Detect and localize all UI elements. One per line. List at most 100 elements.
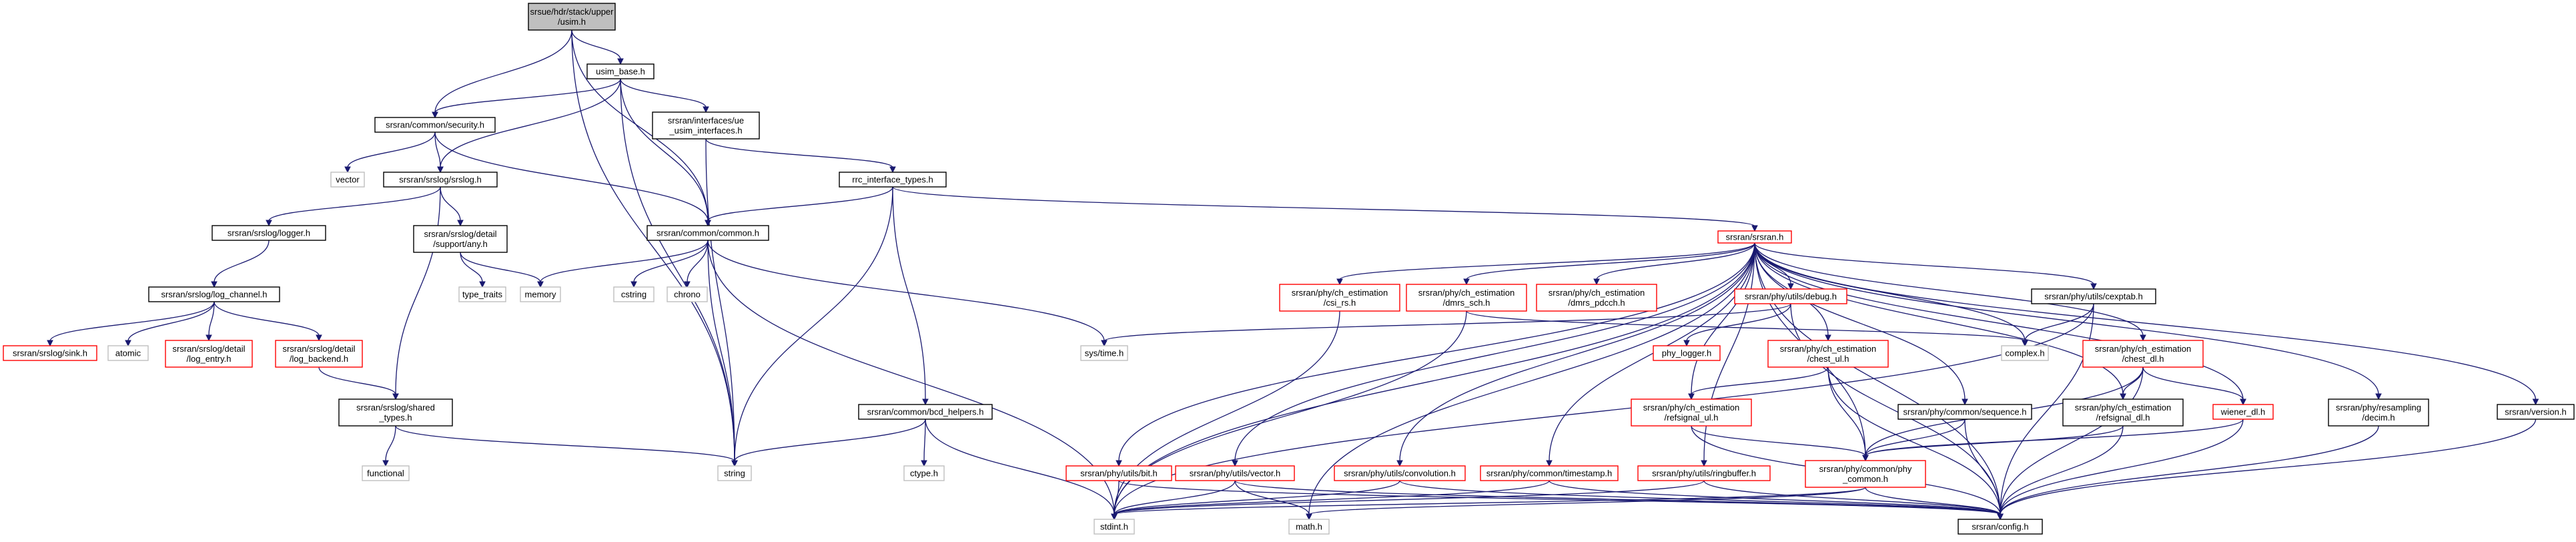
- node-label: srsran/phy/utils/debug.h: [1745, 292, 1837, 302]
- node-vector-h[interactable]: srsran/phy/utils/vector.h: [1175, 465, 1295, 481]
- node-ue-usim-if[interactable]: srsran/interfaces/ue_usim_interfaces.h: [652, 111, 760, 140]
- edge-srsran_h-to-csi_rs: [1339, 242, 1755, 280]
- edge-srsran_h-to-dmrs_pdcch: [1596, 242, 1755, 280]
- node-box: [2031, 288, 2156, 304]
- edge-srsran_h-to-sequence: [1754, 242, 1966, 400]
- edge-vector_h-to-stdint: [1114, 480, 1236, 515]
- edge-arrowhead: [922, 398, 929, 406]
- node-box: [520, 286, 561, 302]
- node-sys-time: sys/time.h: [1080, 345, 1128, 361]
- node-log-entry[interactable]: srsran/srslog/detail/log_entry.h: [165, 340, 253, 368]
- edge-ringbuffer-to-config: [1703, 480, 2001, 515]
- node-sink[interactable]: srsran/srslog/sink.h: [3, 345, 97, 361]
- node-label: /dmrs_pdcch.h: [1568, 298, 1625, 308]
- node-dmrs-pdcch[interactable]: srsran/phy/ch_estimation/dmrs_pdcch.h: [1536, 284, 1657, 312]
- node-dmrs-sch[interactable]: srsran/phy/ch_estimation/dmrs_sch.h: [1406, 284, 1527, 312]
- node-debug-h[interactable]: srsran/phy/utils/debug.h: [1734, 288, 1847, 304]
- node-timestamp[interactable]: srsran/phy/common/timestamp.h: [1480, 465, 1619, 481]
- node-label: /log_backend.h: [290, 354, 348, 364]
- edge-timestamp-to-stdint: [1114, 480, 1550, 515]
- node-box: [1080, 345, 1128, 361]
- node-label: srsran/version.h: [2505, 407, 2566, 417]
- edge-arrowhead: [1825, 334, 1831, 342]
- node-label: srsran/srslog/log_channel.h: [161, 290, 268, 300]
- node-sequence[interactable]: srsran/phy/common/sequence.h: [1897, 404, 2032, 420]
- node-chest-dl[interactable]: srsran/phy/ch_estimation/chest_dl.h: [2082, 340, 2204, 368]
- node-srslog[interactable]: srsran/srslog/srslog.h: [383, 172, 498, 188]
- node-wiener-dl[interactable]: wiener_dl.h: [2212, 404, 2274, 420]
- node-label: srsran/phy/common/sequence.h: [1903, 407, 2027, 417]
- edge-security-to-srslog: [434, 131, 441, 168]
- edge-srsran_h-to-complex: [1754, 242, 2026, 342]
- node-csi-rs[interactable]: srsran/phy/ch_estimation/csi_rs.h: [1279, 284, 1400, 312]
- node-ringbuffer[interactable]: srsran/phy/utils/ringbuffer.h: [1637, 465, 1771, 481]
- edge-logger-to-log_channel: [213, 240, 270, 283]
- node-label: srsran/srslog/detail: [282, 344, 355, 354]
- node-convolution[interactable]: srsran/phy/utils/convolution.h: [1334, 465, 1466, 481]
- node-version[interactable]: srsran/version.h: [2497, 404, 2575, 420]
- node-rrc-if-types[interactable]: rrc_interface_types.h: [839, 172, 947, 188]
- node-label: /csi_rs.h: [1324, 298, 1356, 308]
- node-config[interactable]: srsran/config.h: [1958, 519, 2043, 535]
- node-log-backend[interactable]: srsran/srslog/detail/log_backend.h: [275, 340, 363, 368]
- node-shared-types[interactable]: srsran/srslog/shared_types.h: [338, 398, 453, 427]
- node-phy-common[interactable]: srsran/phy/common/phy_common.h: [1805, 460, 1926, 488]
- node-security[interactable]: srsran/common/security.h: [374, 117, 496, 133]
- node-bit-h[interactable]: srsran/phy/utils/bit.h: [1065, 465, 1172, 481]
- edge-debug_h-to-phy_logger: [1686, 303, 1791, 342]
- node-logger[interactable]: srsran/srslog/logger.h: [211, 225, 326, 241]
- node-type-traits: type_traits: [458, 286, 506, 302]
- node-label: string: [724, 469, 745, 479]
- node-cexptab[interactable]: srsran/phy/utils/cexptab.h: [2031, 288, 2156, 304]
- edge-usim_h-to-common: [571, 29, 709, 222]
- node-chest-ul[interactable]: srsran/phy/ch_estimation/chest_ul.h: [1767, 340, 1889, 368]
- node-box: [528, 3, 616, 31]
- node-refsignal-dl[interactable]: srsran/phy/ch_estimation/refsignal_dl.h: [2062, 398, 2184, 427]
- node-label: srsran/phy/ch_estimation: [1549, 288, 1645, 298]
- node-box: [413, 225, 508, 253]
- edge-log_channel-to-atomic: [127, 301, 215, 342]
- node-label: srsran/interfaces/ue: [668, 115, 744, 125]
- edge-usim_base-to-common: [620, 78, 709, 222]
- node-label: _common.h: [1842, 474, 1888, 484]
- node-bcd-helpers[interactable]: srsran/common/bcd_helpers.h: [858, 404, 993, 420]
- node-usim-h[interactable]: srsue/hdr/stack/upper/usim.h: [528, 3, 616, 31]
- node-label: srsran/phy/common/phy: [1819, 464, 1912, 474]
- edge-usim_base-to-srslog: [440, 78, 621, 168]
- edge-arrowhead: [1336, 278, 1343, 286]
- node-label: sys/time.h: [1085, 348, 1124, 358]
- node-stdint: stdint.h: [1094, 519, 1135, 535]
- node-common[interactable]: srsran/common/common.h: [647, 225, 769, 241]
- edge-arrowhead: [2022, 340, 2028, 347]
- edge-arrowhead: [1116, 460, 1122, 467]
- edge-rrc_if_types-to-string: [734, 186, 893, 462]
- node-label: /refsignal_dl.h: [2096, 413, 2150, 423]
- node-support-any[interactable]: srsran/srslog/detail/support/any.h: [413, 225, 508, 253]
- edge-usim_base-to-string: [620, 78, 735, 462]
- edge-phy_common-to-math_h: [1308, 487, 1866, 515]
- edge-arrowhead: [617, 58, 624, 65]
- edge-arrowhead: [382, 460, 389, 467]
- edge-usim_h-to-string: [571, 29, 735, 462]
- node-label: srsran/common/common.h: [657, 228, 759, 238]
- node-string: string: [717, 465, 752, 481]
- node-cstring: cstring: [613, 286, 655, 302]
- node-log-channel[interactable]: srsran/srslog/log_channel.h: [148, 286, 280, 302]
- node-label: math.h: [1296, 522, 1322, 532]
- edge-srsran_h-to-cexptab: [1754, 242, 2094, 285]
- node-refsignal-ul[interactable]: srsran/phy/ch_estimation/refsignal_ul.h: [1631, 398, 1752, 427]
- edge-srsran_h-to-chest_dl: [1754, 242, 2144, 336]
- node-decim[interactable]: srsran/phy/resampling/decim.h: [2328, 398, 2429, 427]
- edge-usim_h-to-security: [434, 29, 572, 113]
- edge-vector_h-to-config: [1234, 480, 2001, 515]
- edge-srslog-to-shared_types: [395, 186, 441, 395]
- edge-arrowhead: [1396, 460, 1403, 467]
- edge-srsran_h-to-wiener_dl: [1754, 242, 2244, 400]
- edge-arrowhead: [2120, 393, 2126, 400]
- node-box: [3, 345, 97, 361]
- node-usim-base[interactable]: usim_base.h: [586, 63, 655, 79]
- node-phy-logger[interactable]: phy_logger.h: [1653, 345, 1721, 361]
- edge-log_channel-to-log_backend: [213, 301, 320, 336]
- node-srsran-h[interactable]: srsran/srsran.h: [1717, 230, 1792, 244]
